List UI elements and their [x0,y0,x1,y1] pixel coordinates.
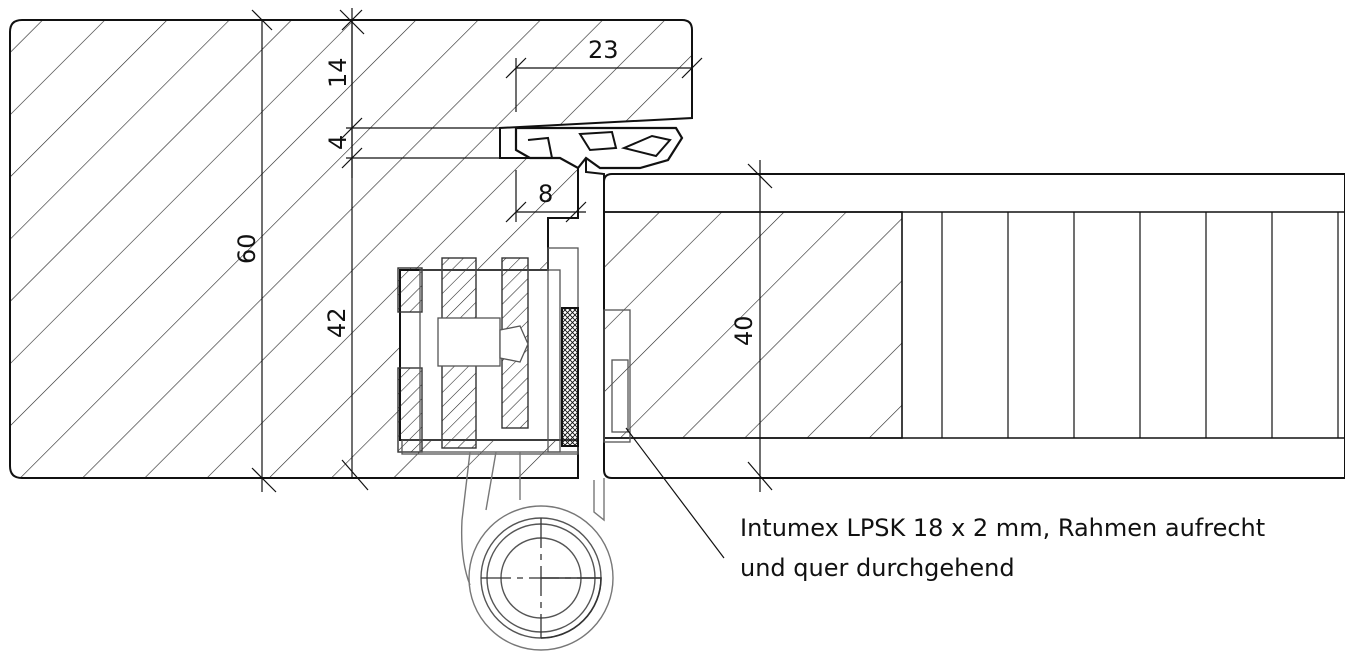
hinge-knuckle [461,451,614,651]
dim-4: 4 [324,135,352,150]
dim-40: 40 [730,315,758,346]
seal-profile [514,126,684,182]
note-line-2: und quer durchgehend [740,554,1015,582]
note-line-1: Intumex LPSK 18 x 2 mm, Rahmen aufrecht [740,514,1265,542]
dim-14: 14 [324,57,352,88]
dim-8: 8 [538,180,553,208]
dim-60: 60 [233,233,261,264]
dim-23: 23 [588,36,619,64]
door-leaf [603,173,1345,479]
dim-42: 42 [323,307,351,338]
dimension-lines [251,8,773,559]
hinge-body [397,247,631,455]
